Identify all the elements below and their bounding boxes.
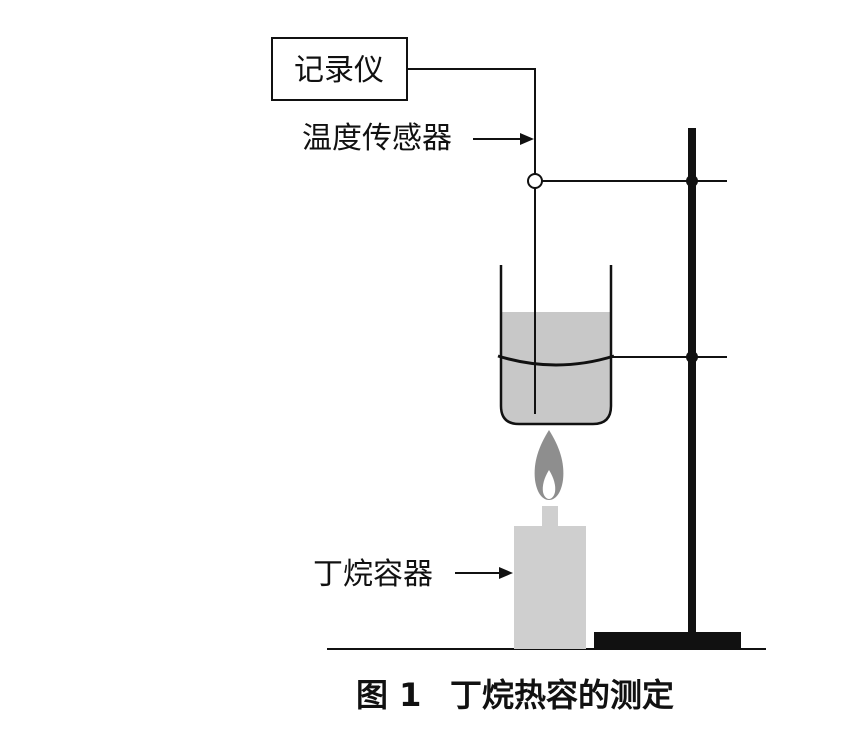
- upper-clamp-joint: [686, 175, 698, 187]
- temperature-sensor-label: 温度传感器: [302, 121, 452, 156]
- stand-base: [594, 632, 741, 649]
- recorder-wire: [407, 68, 536, 174]
- beaker: [499, 265, 613, 426]
- burner-nozzle: [542, 506, 558, 526]
- beaker-liquid: [501, 312, 611, 424]
- lower-clamp-joint: [686, 351, 698, 363]
- container-arrow-head: [499, 567, 513, 579]
- butane-container-label: 丁烷容器: [313, 557, 433, 592]
- sensor-arrow-head: [520, 133, 534, 145]
- flame-outer: [534, 430, 564, 500]
- sensor-junction: [527, 173, 543, 189]
- flame-inner: [542, 470, 556, 499]
- figure-number: 图 1: [356, 676, 421, 714]
- stand-rod: [688, 128, 696, 633]
- figure-title: 丁烷热容的测定: [450, 676, 674, 714]
- recorder-label: 记录仪: [294, 53, 384, 88]
- recorder-box: [271, 37, 408, 101]
- ring-clamp: [497, 354, 615, 367]
- butane-container: [514, 526, 586, 649]
